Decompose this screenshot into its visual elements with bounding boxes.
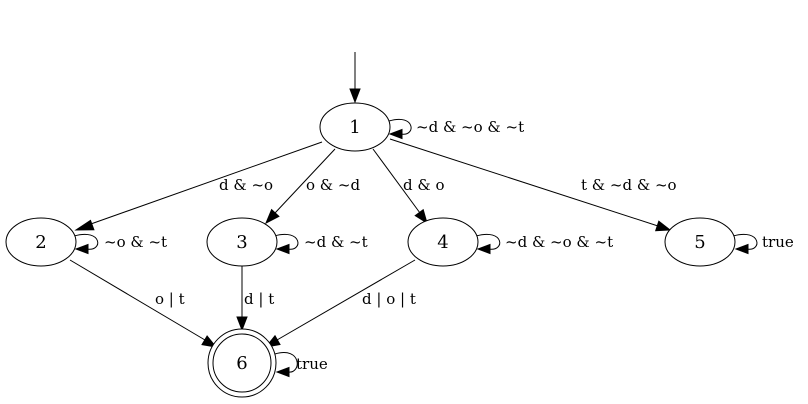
state-4: 4 (407, 217, 479, 267)
initial-arrow-head (349, 88, 361, 104)
edge-2-to-6: o | t (69, 259, 218, 348)
self-loop-label-2: ~o & ~t (104, 233, 167, 251)
edge-4-to-6-line (276, 259, 416, 341)
self-loop-5-line (732, 233, 758, 250)
edge-1-to-3-arrowhead (265, 208, 280, 225)
state-1-label: 1 (349, 117, 360, 138)
self-loop-2-arrowhead (74, 243, 89, 255)
state-3: 3 (206, 217, 278, 267)
state-2-shape (5, 217, 77, 267)
edge-1-to-2-arrowhead (74, 219, 95, 231)
edge-1-to-3: o & ~d (265, 148, 360, 225)
state-5-label: 5 (694, 232, 705, 253)
self-loop-1-arrowhead (388, 128, 403, 140)
self-loop-3-line (273, 233, 299, 250)
state-3-shape (206, 217, 278, 267)
self-loop-label-4: ~d & ~o & ~t (505, 233, 613, 251)
self-loop-3-arrowhead (275, 243, 290, 255)
edge-3-to-6: d | t (236, 265, 274, 332)
state-1-shape (319, 102, 391, 152)
edge-1-to-2: d & ~o (74, 141, 323, 231)
edge-1-to-5: t & ~d & ~o (389, 138, 677, 232)
edge-1-to-4-arrowhead (414, 208, 428, 225)
edge-label-1-to-2: d & ~o (219, 176, 273, 194)
self-loop-2-line (73, 233, 99, 250)
self-loop-6-line (274, 352, 298, 373)
initial-arrow (349, 52, 361, 104)
self-loop-4-arrowhead (476, 243, 491, 255)
self-loop-3: ~d & ~t (273, 233, 368, 255)
state-1: 1 (319, 102, 391, 152)
self-loop-1-line (388, 118, 412, 135)
state-3-label: 3 (236, 232, 247, 253)
edge-4-to-6: d | o | t (264, 259, 416, 348)
edge-1-to-4: d & o (372, 148, 445, 225)
edge-1-to-5-arrowhead (654, 220, 672, 232)
self-loop-label-1: ~d & ~o & ~t (416, 118, 524, 136)
state-2: 2 (5, 217, 77, 267)
edge-1-to-2-line (87, 141, 323, 226)
state-6-label: 6 (236, 353, 247, 374)
state-4-shape (407, 217, 479, 267)
state-6-inner-ring (212, 333, 272, 393)
self-loop-4: ~d & ~o & ~t (475, 233, 613, 255)
edge-label-4-to-6: d | o | t (362, 290, 416, 308)
edge-label-1-to-3: o & ~d (306, 176, 360, 194)
state-2-label: 2 (35, 232, 46, 253)
self-loop-5: true (732, 233, 794, 255)
edge-2-to-6-arrowhead (201, 335, 218, 348)
self-loop-label-6: true (296, 355, 328, 373)
self-loop-label-3: ~d & ~t (304, 233, 368, 251)
edge-1-to-3-line (274, 148, 336, 214)
state-4-label: 4 (437, 232, 448, 253)
self-loop-4-line (475, 233, 501, 250)
self-loop-5-arrowhead (734, 243, 749, 255)
edge-1-to-4-line (372, 148, 421, 214)
edge-label-2-to-6: o | t (155, 290, 185, 308)
edge-label-1-to-4: d & o (403, 176, 445, 194)
self-loop-label-5: true (762, 233, 794, 251)
edge-3-to-6-arrowhead (236, 316, 248, 332)
edge-label-3-to-6: d | t (244, 290, 274, 308)
state-5: 5 (664, 217, 736, 267)
state-5-shape (664, 217, 736, 267)
self-loop-1: ~d & ~o & ~t (388, 118, 524, 140)
self-loop-2: ~o & ~t (73, 233, 167, 255)
self-loop-6: true (274, 352, 328, 378)
edge-1-to-5-line (389, 138, 659, 227)
self-loop-6-arrowhead (275, 366, 290, 378)
edge-2-to-6-line (69, 259, 206, 341)
edge-label-1-to-5: t & ~d & ~o (581, 176, 677, 194)
state-6: 6 (207, 328, 277, 398)
